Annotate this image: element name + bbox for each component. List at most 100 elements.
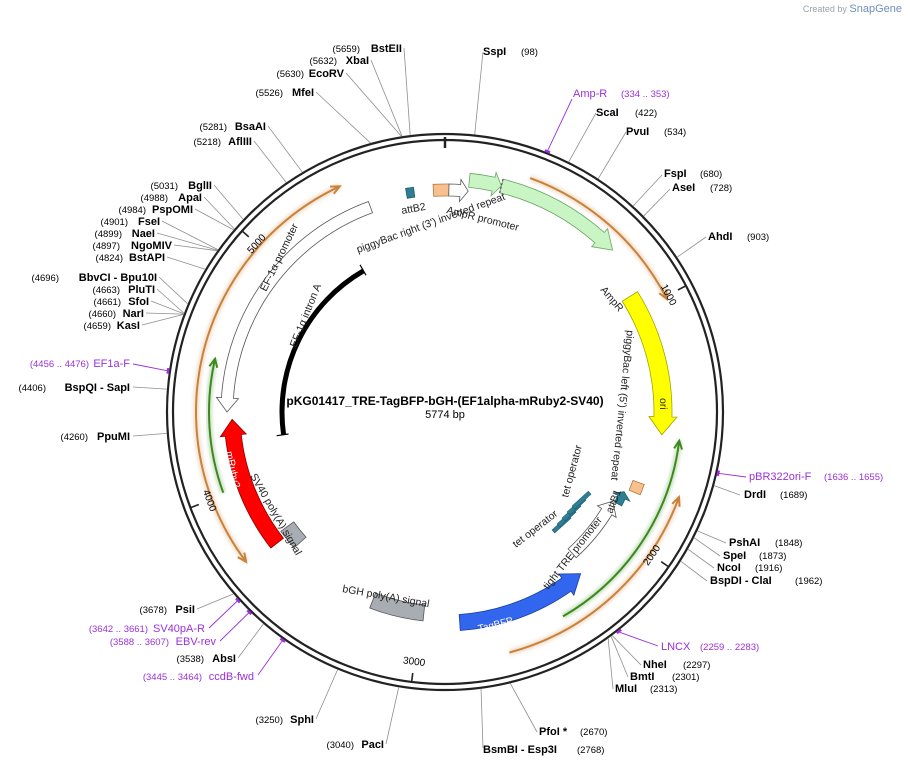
orf-line (509, 496, 680, 654)
svg-text:NaeI: NaeI (132, 228, 155, 240)
site-label-ncoi[interactable]: NcoI(1916) (717, 562, 782, 574)
site-label-nhei[interactable]: NheI(2297) (643, 659, 710, 671)
site-label-kasi[interactable]: (4659)KasI (84, 320, 140, 332)
site-line (509, 683, 538, 733)
svg-text:(4984): (4984) (119, 205, 146, 216)
svg-text:PsiI: PsiI (175, 604, 195, 616)
feature-piggybac-right (448, 178, 469, 203)
site-label-bbvci-bpu10i[interactable]: (4696)BbvCI - Bpu10I (32, 272, 157, 284)
site-label-spei[interactable]: SpeI(1873) (723, 550, 786, 562)
site-label-sspi[interactable]: SspI(98) (483, 46, 538, 58)
primer-label-ebv-rev[interactable]: (3588 .. 3607)EBV-rev (110, 636, 217, 648)
svg-text:PpuMI: PpuMI (97, 431, 130, 443)
svg-text:AflIII: AflIII (228, 136, 252, 148)
primer-mark (716, 470, 721, 477)
svg-text:(4661): (4661) (94, 297, 121, 308)
site-label-sphi[interactable]: (3250)SphI (256, 714, 314, 726)
tick-mark (242, 230, 250, 238)
feature-attb2-teal (405, 186, 416, 199)
svg-text:BstEII: BstEII (371, 43, 402, 55)
site-label-bspdi-clai[interactable]: BspDI - ClaI(1962) (710, 575, 822, 587)
feature-tet-operator (571, 490, 592, 510)
site-label-ecorv[interactable]: (5630)EcoRV (277, 68, 345, 80)
svg-text:(3040): (3040) (327, 740, 354, 751)
site-line (676, 236, 707, 258)
site-label-psii[interactable]: (3678)PsiI (140, 604, 195, 616)
site-label-fspi[interactable]: FspI(680) (664, 168, 722, 180)
svg-text:(5281): (5281) (200, 122, 227, 133)
orf-arrowhead (673, 438, 683, 450)
site-label-pshai[interactable]: PshAI(1848) (729, 537, 802, 549)
primer-label-pbr322ori-f[interactable]: pBR322ori-F(1636 .. 1655) (749, 471, 883, 483)
site-label-asei[interactable]: AseI(728) (672, 182, 732, 194)
svg-text:BbvCI - Bpu10I: BbvCI - Bpu10I (79, 272, 157, 284)
site-label-afliii[interactable]: (5218)AflIII (194, 136, 252, 148)
svg-text:(4901): (4901) (101, 217, 128, 228)
site-line (607, 638, 614, 690)
orf-arrowhead (330, 185, 342, 195)
site-label-bsmbi-esp3i[interactable]: BsmBI - Esp3I(2768) (483, 744, 604, 756)
svg-text:LNCX: LNCX (661, 641, 691, 653)
site-label-paci[interactable]: (3040) PacI (327, 739, 384, 751)
primer-label-ccdb-fwd[interactable]: (3445 .. 3464)ccdB-fwd (143, 671, 254, 683)
site-label-absi[interactable]: (3538)AbsI (177, 653, 236, 665)
site-line (156, 232, 218, 251)
svg-text:(2297): (2297) (683, 660, 710, 671)
site-label-naei[interactable]: (4899)NaeI (95, 228, 155, 240)
svg-text:BmtI: BmtI (630, 671, 654, 683)
svg-text:(2301): (2301) (672, 672, 699, 683)
site-label-ngomiv[interactable]: (4897)NgoMIV (93, 240, 173, 252)
primer-line (619, 631, 659, 647)
svg-text:(5526): (5526) (256, 88, 283, 99)
site-label-ppumi[interactable]: (4260)PpuMI (61, 431, 130, 443)
site-label-sfoi[interactable]: (4661)SfoI (94, 296, 149, 308)
svg-text:PacI: PacI (361, 739, 384, 751)
svg-text:(2259 .. 2283): (2259 .. 2283) (700, 642, 759, 653)
site-label-ahdi[interactable]: AhdI(903) (708, 231, 769, 243)
site-line (385, 687, 400, 745)
primer-label-ef1a-f[interactable]: (4456 .. 4476)EF1a-F (30, 358, 130, 370)
site-label-drdi[interactable]: DrdI(1689) (744, 489, 807, 501)
site-label-nari[interactable]: (4660)NarI (89, 308, 144, 320)
site-line (173, 244, 218, 252)
site-line (610, 636, 629, 678)
site-label-mfei[interactable]: (5526)MfeI (256, 87, 314, 99)
primer-line (719, 472, 747, 478)
svg-text:XbaI: XbaI (346, 55, 369, 67)
site-label-pvui[interactable]: PvuI(534) (626, 126, 686, 138)
primer-label-sv40pa-r[interactable]: (3642 .. 3661)SV40pA-R (89, 623, 205, 635)
site-label-bstapi[interactable]: (4824)BstAPI (96, 252, 165, 264)
site-label-apai[interactable]: (4988)ApaI (141, 192, 202, 204)
site-label-bmti[interactable]: BmtI (2301) (630, 671, 699, 683)
site-label-xbai[interactable]: (5632)XbaI (310, 55, 369, 67)
primer-label-lncx[interactable]: LNCX (2259 .. 2283) (661, 641, 759, 653)
site-line (687, 548, 715, 569)
primer-line (257, 640, 283, 676)
svg-text:(903): (903) (747, 232, 769, 243)
svg-text:SpeI: SpeI (723, 550, 746, 562)
svg-text:KasI: KasI (117, 320, 140, 332)
site-label-fsei[interactable]: (4901)FseI (101, 216, 160, 228)
site-label-pluti[interactable]: (4663)PluTI (93, 284, 155, 296)
site-label-mlui[interactable]: MluI(2313) (615, 683, 677, 695)
site-line (693, 537, 721, 557)
svg-text:AseI: AseI (672, 182, 695, 194)
site-label-pfoi[interactable]: PfoI *(2670) (539, 726, 607, 738)
site-label-bglii[interactable]: (5031)BglII (151, 180, 212, 192)
plasmid-size: 5774 bp (425, 409, 465, 421)
site-label-pspomi[interactable]: (4984)PspOMI (119, 204, 193, 216)
svg-text:(4663): (4663) (93, 285, 120, 296)
primer-mark (615, 628, 622, 635)
label-attb2: attB2 (400, 201, 426, 217)
feature-sv40-polya (280, 521, 307, 549)
site-line (643, 188, 671, 217)
primer-label-amp-r[interactable]: Amp-R(334 .. 353) (573, 88, 670, 100)
svg-text:BstAPI: BstAPI (129, 252, 165, 264)
site-label-bspqi-sapi[interactable]: (4406)BspQI - SapI (19, 382, 130, 394)
site-label-bsaai[interactable]: (5281)BsaAI (200, 121, 266, 133)
site-label-scai[interactable]: ScaI(422) (596, 107, 657, 119)
site-label-bsteii[interactable]: (5659)BstEII (333, 43, 402, 55)
svg-text:(5031): (5031) (151, 181, 178, 192)
site-line (194, 208, 234, 231)
